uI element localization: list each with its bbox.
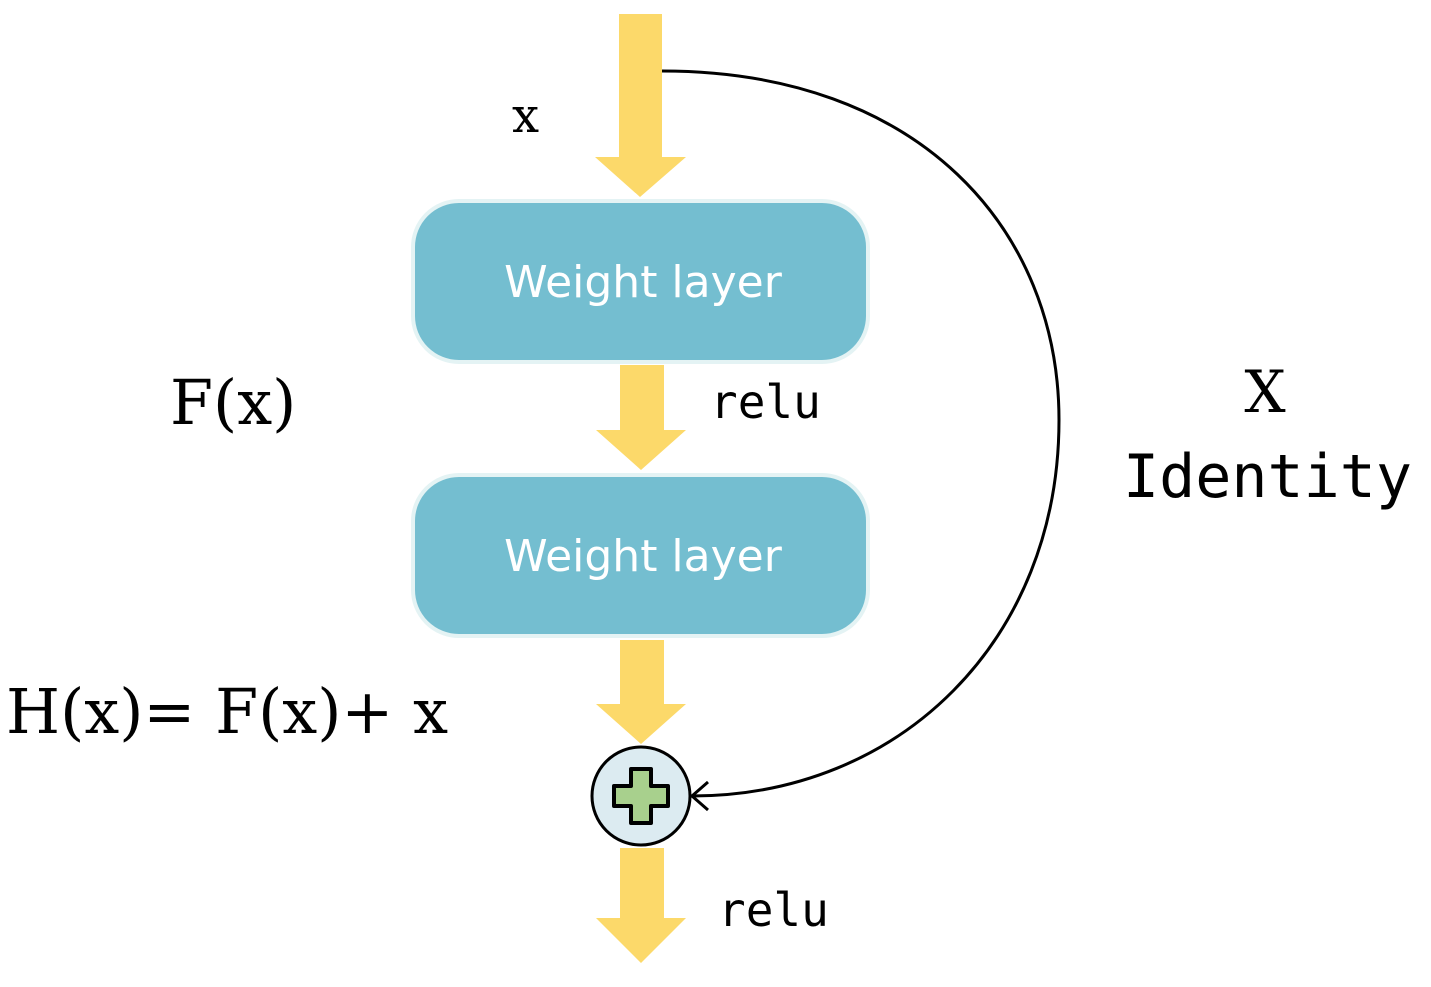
pre-add-arrow xyxy=(596,640,686,744)
add-node xyxy=(590,745,692,847)
weight-layer-1-label: Weight layer xyxy=(504,257,783,308)
shortcut-x-label: X xyxy=(1244,358,1286,426)
input-x-label: x xyxy=(512,88,539,144)
weight-layer-2-label: Weight layer xyxy=(504,531,783,582)
weight-layer-2: Weight layer xyxy=(411,473,870,638)
output-arrow xyxy=(596,848,686,963)
plus-icon xyxy=(612,767,670,825)
fx-label: F(x) xyxy=(170,366,296,439)
input-arrow xyxy=(595,14,686,197)
identity-shortcut-line xyxy=(661,69,1061,798)
residual-equation: H(x)= F(x)+ x xyxy=(6,675,448,748)
middle-arrow xyxy=(596,365,686,470)
shortcut-identity-label: Identity xyxy=(1123,442,1412,512)
relu-output-label: relu xyxy=(718,883,829,937)
weight-layer-1: Weight layer xyxy=(411,199,870,364)
relu-middle-label: relu xyxy=(710,375,821,429)
shortcut-arrowhead xyxy=(689,780,709,812)
